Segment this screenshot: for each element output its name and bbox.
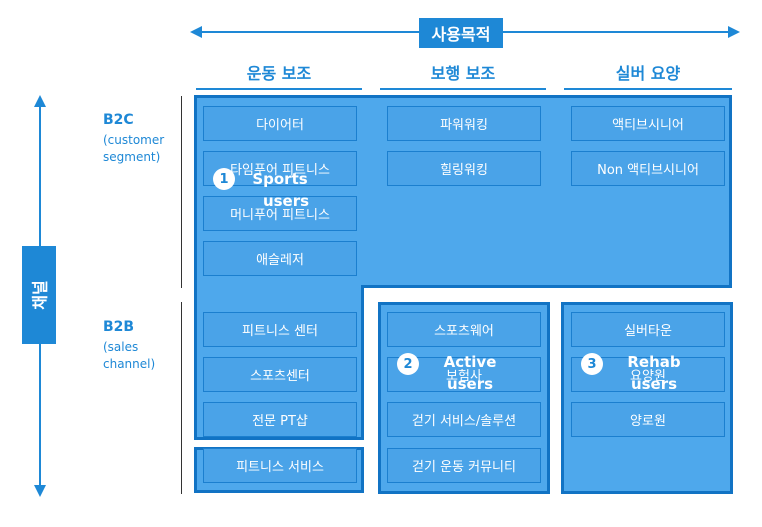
group-3-number-badge: 3	[581, 353, 603, 375]
cell-athleisure: 애슬레저	[203, 241, 357, 276]
cell-non-active-senior: Non 액티브시니어	[571, 151, 725, 186]
group-2-label: Active users	[432, 351, 508, 395]
segment-b2b-sub2: channel)	[103, 357, 156, 371]
cell-healing-walking: 힐링워킹	[387, 151, 541, 186]
cell-sports-center: 스포츠센터	[203, 357, 357, 392]
cell-elderly-home: 양로원	[571, 402, 725, 437]
segment-b2c-sub2: segment)	[103, 150, 161, 164]
segment-b2b-sub1: (sales	[103, 340, 139, 354]
group-1-label: Sports users	[242, 168, 318, 212]
cell-pt-shop: 전문 PT샵	[203, 402, 357, 437]
column-header-exercise: 운동 보조	[196, 64, 362, 90]
cell-dieter: 다이어터	[203, 106, 357, 141]
group-3-label: Rehab users	[616, 351, 692, 395]
column-header-walking: 보행 보조	[380, 64, 546, 90]
group-1-number-badge: 1	[213, 168, 235, 190]
cell-walking-community: 걷기 운동 커뮤니티	[387, 448, 541, 483]
top-axis-label: 사용목적	[419, 18, 503, 48]
cell-power-walking: 파워워킹	[387, 106, 541, 141]
segment-b2c-sub1: (customer	[103, 133, 165, 147]
column-header-silver: 실버 요양	[564, 64, 732, 90]
side-axis-label: 채널	[30, 280, 50, 310]
group-3-line1: Rehab	[627, 353, 681, 371]
segment-b2c-title: B2C	[103, 112, 134, 128]
cell-fitness-center: 피트니스 센터	[203, 312, 357, 347]
divider-b2b	[181, 302, 182, 494]
cell-walking-solution: 걷기 서비스/솔루션	[387, 402, 541, 437]
cell-fitness-service: 피트니스 서비스	[203, 448, 357, 483]
cell-sportswear: 스포츠웨어	[387, 312, 541, 347]
group-2-line1: Active	[443, 353, 497, 371]
cell-active-senior: 액티브시니어	[571, 106, 725, 141]
divider-b2c	[181, 96, 182, 288]
group-1-line2: users	[262, 192, 310, 210]
cell-silver-town: 실버타운	[571, 312, 725, 347]
group-3-line2: users	[630, 375, 678, 393]
group-1-line1: Sports	[252, 170, 308, 188]
group-2-line2: users	[446, 375, 494, 393]
side-axis-label-box: 채널	[22, 246, 56, 344]
cell-moneypoor-fitness: 머니푸어 피트니스	[203, 196, 357, 231]
segment-b2b-title: B2B	[103, 319, 135, 335]
group-2-number-badge: 2	[397, 353, 419, 375]
